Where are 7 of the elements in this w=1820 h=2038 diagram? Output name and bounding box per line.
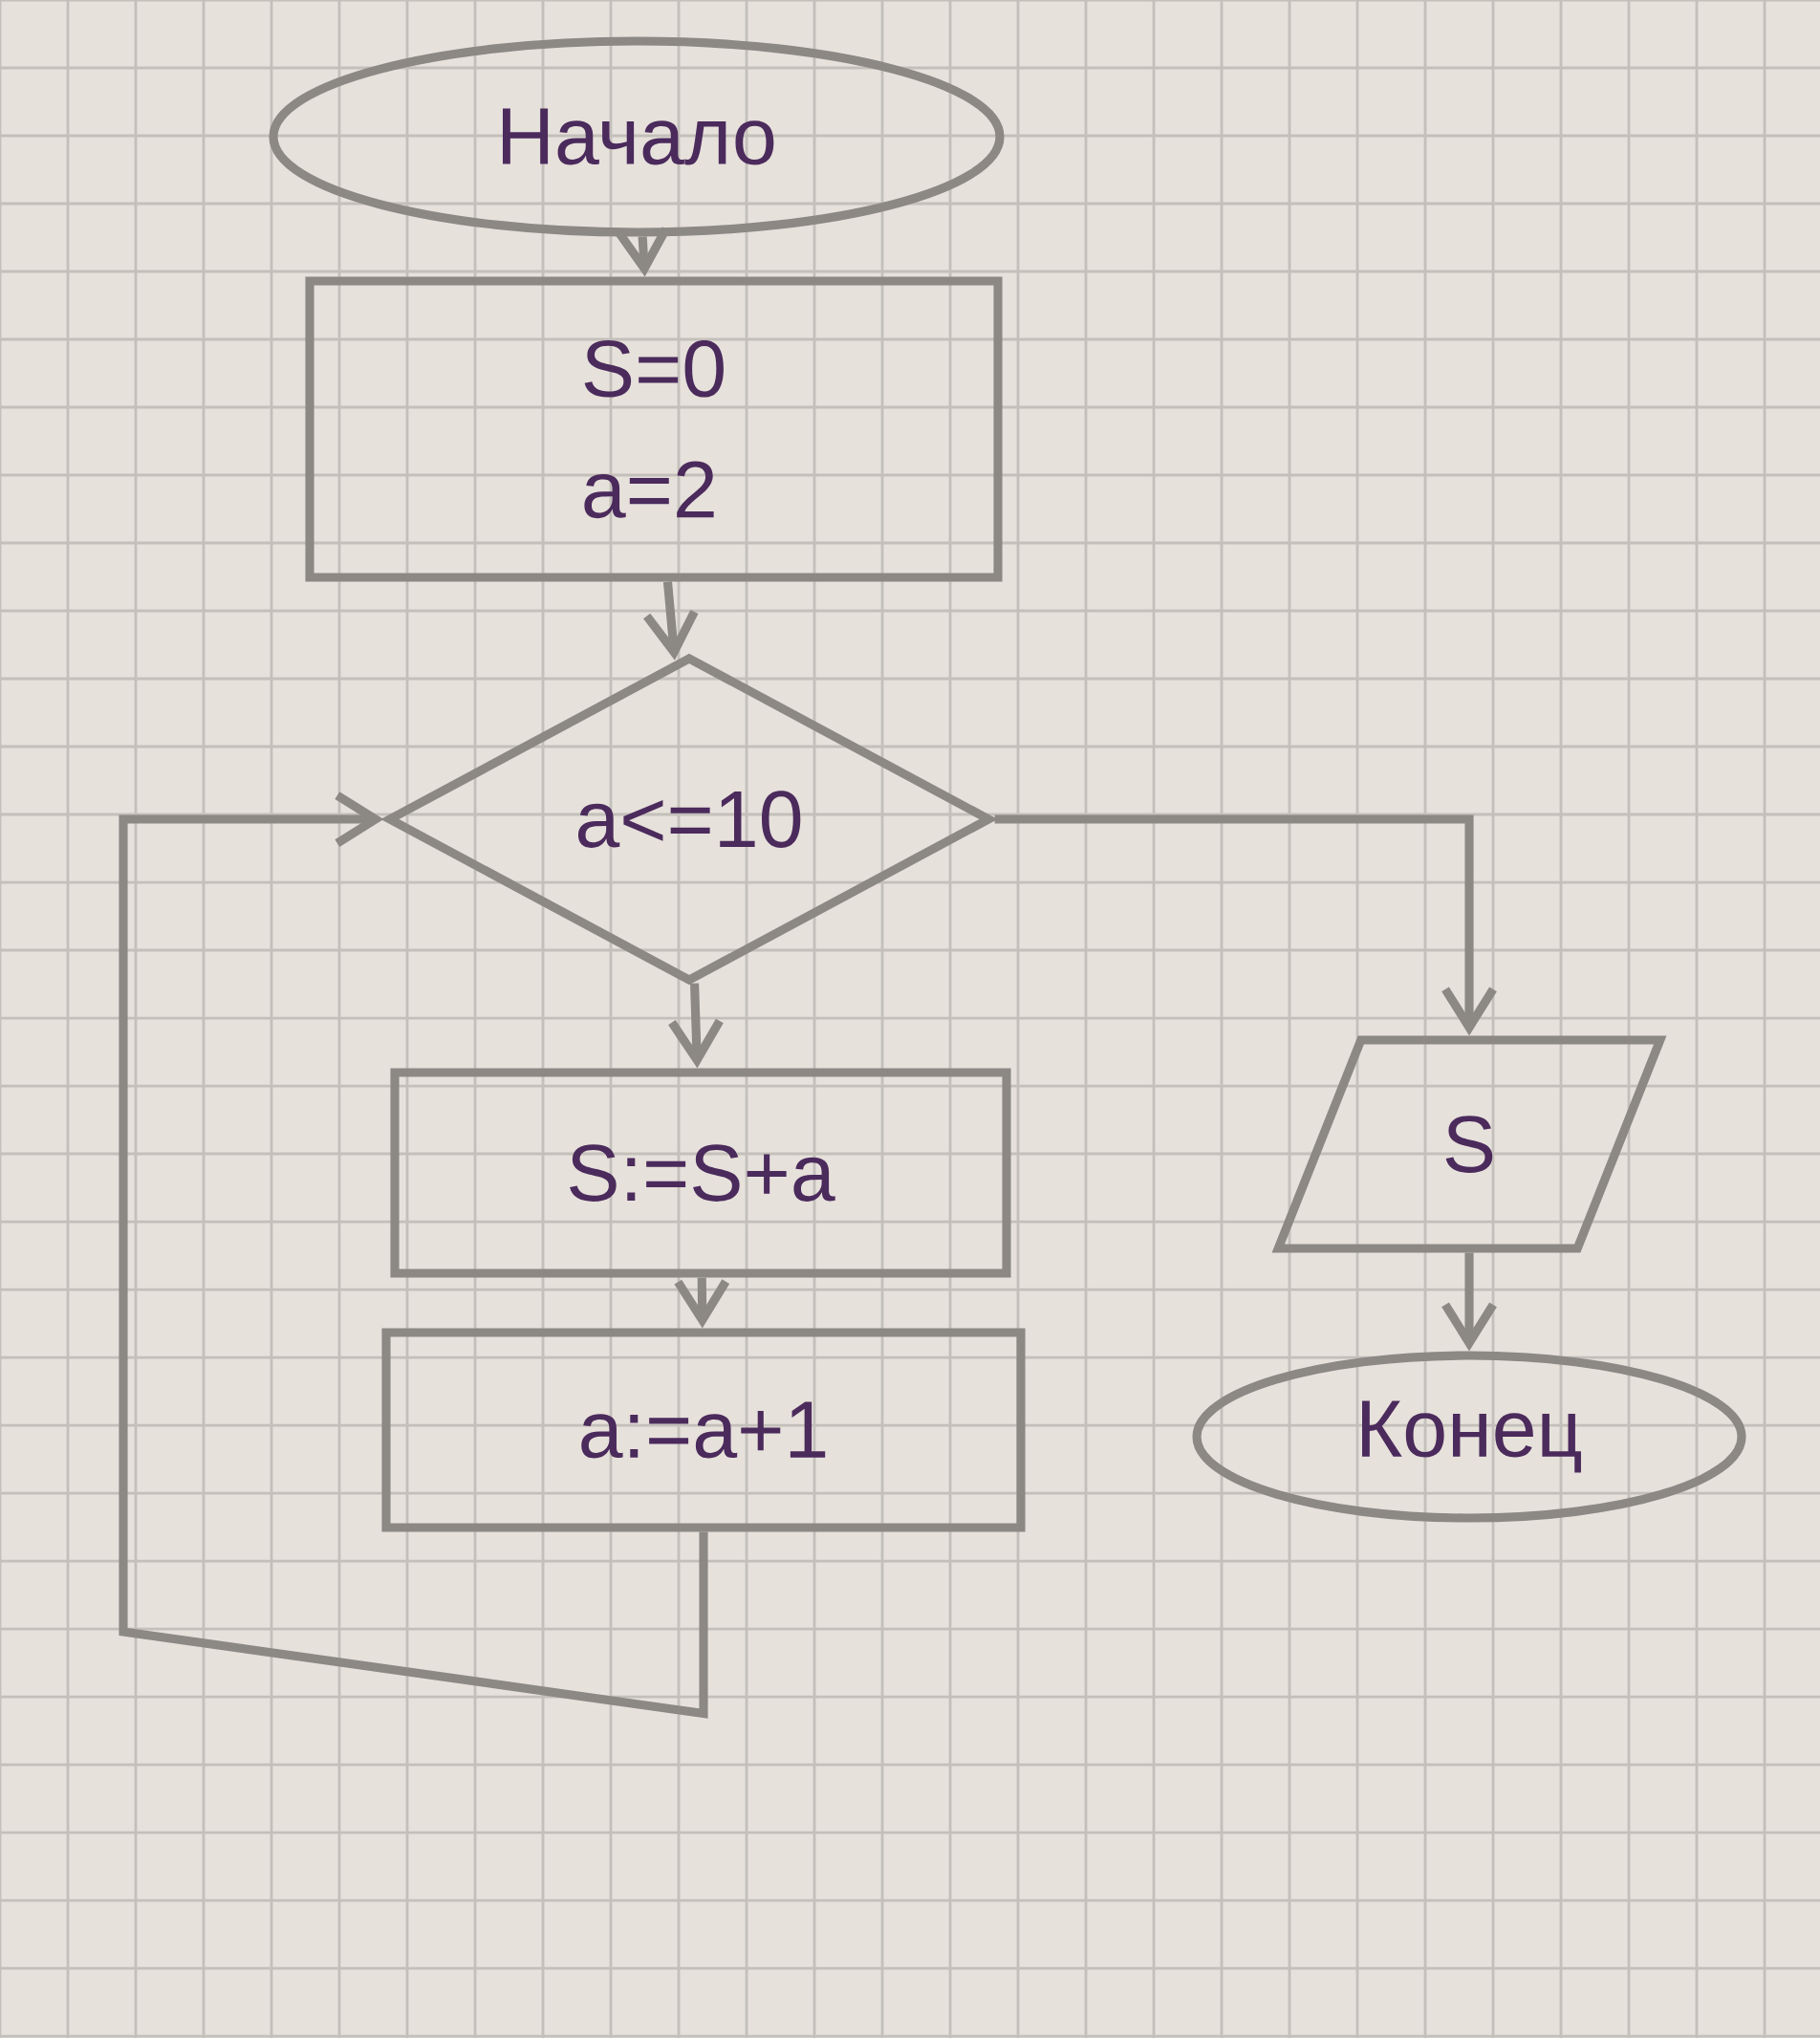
process-box: S:=S+a: [390, 1068, 1011, 1278]
process-box: a:=a+1: [381, 1328, 1026, 1532]
arrow: [119, 791, 708, 1719]
terminal-oval: Конец: [1192, 1351, 1746, 1523]
terminal-oval: Начало: [269, 36, 1005, 237]
arrow: [994, 814, 1497, 1036]
process-box: S=0 a=2: [305, 276, 1003, 582]
